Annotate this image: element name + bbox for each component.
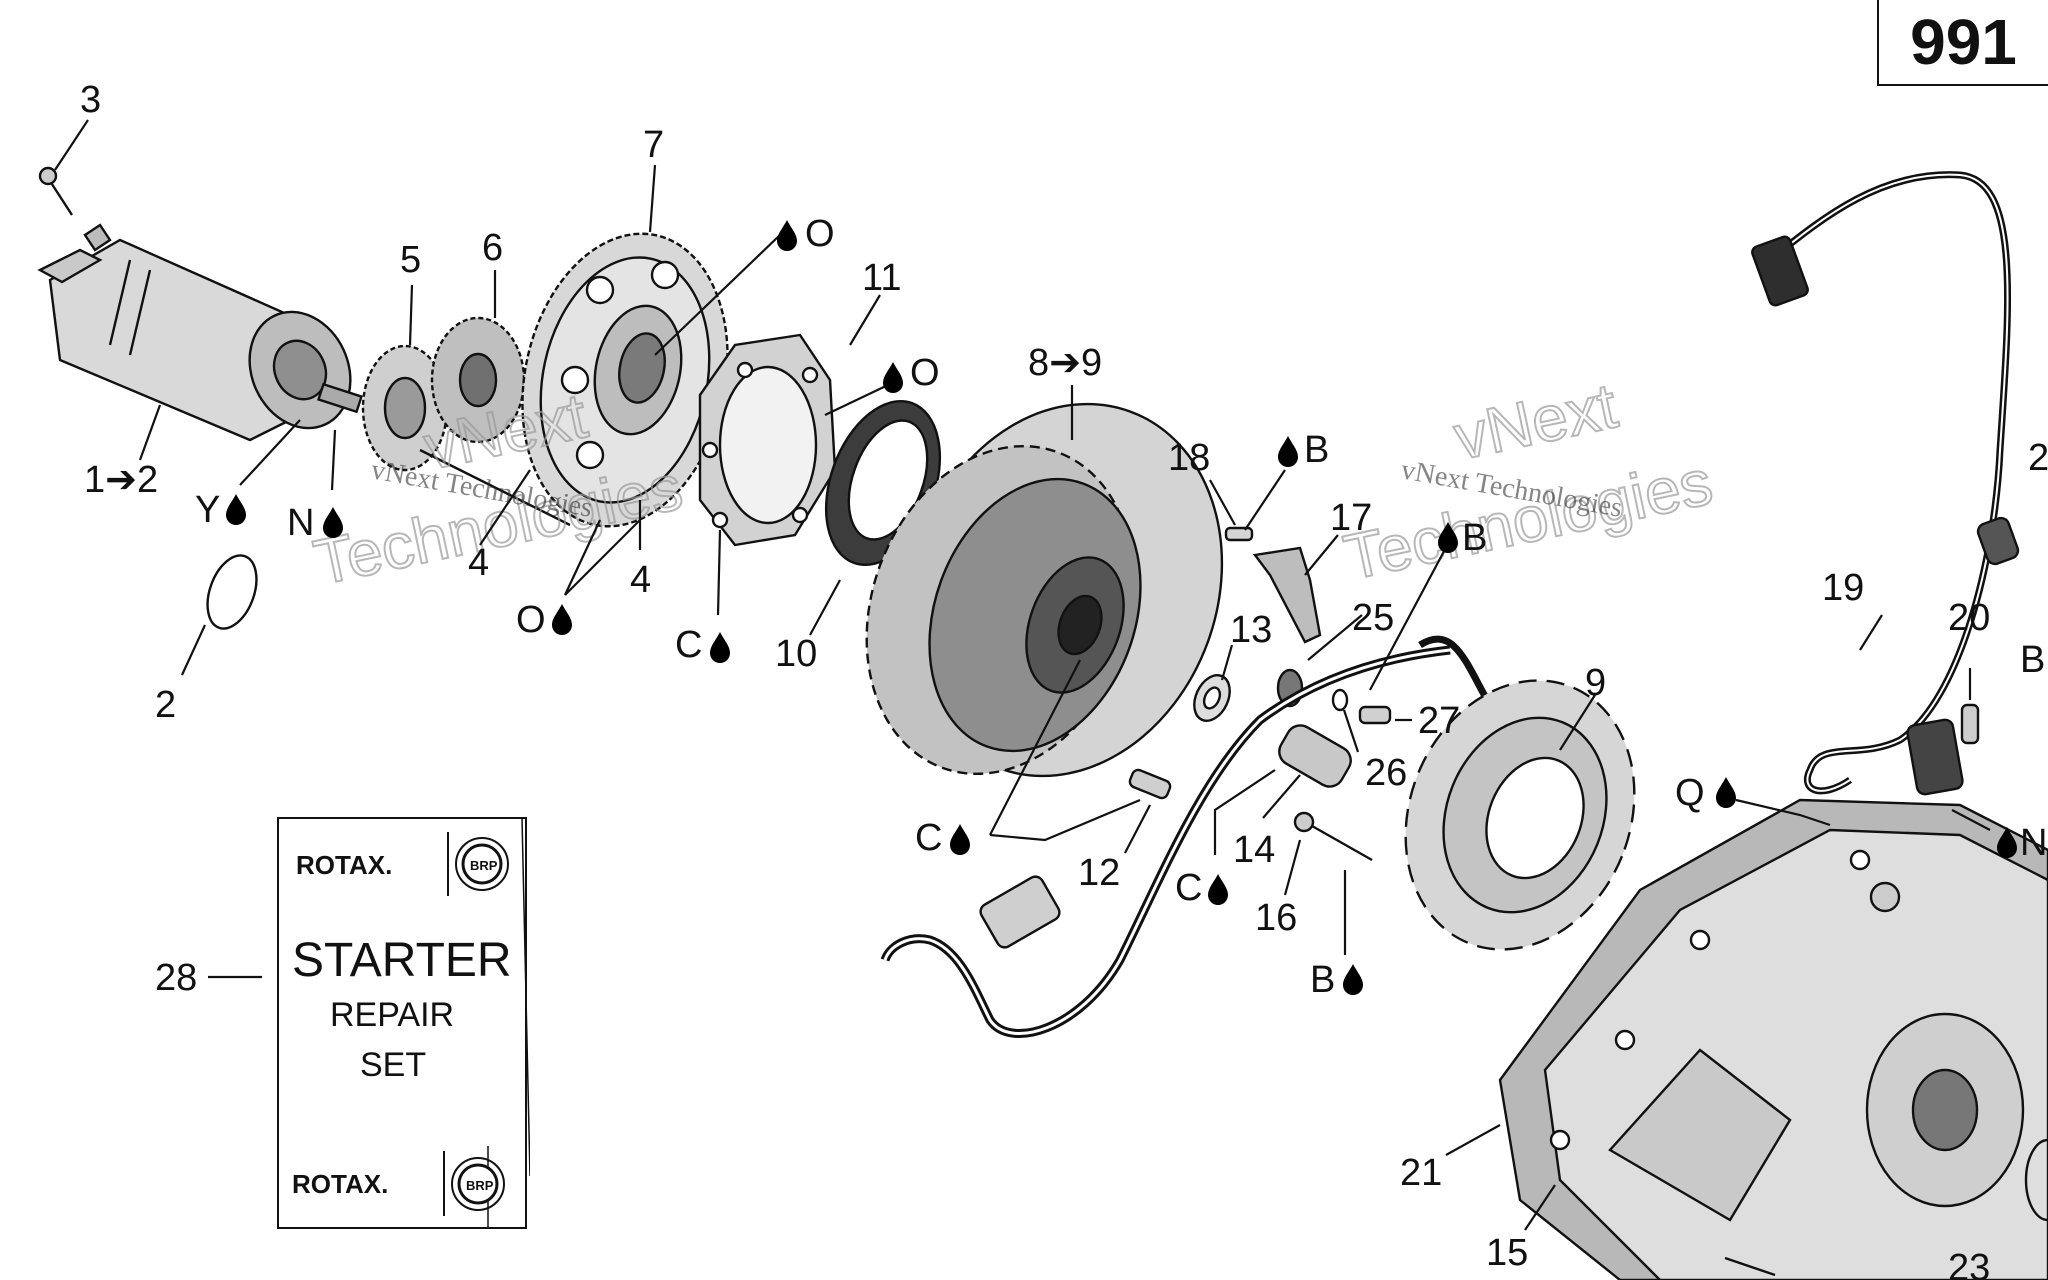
- callout-labels: 3 7 5 6 11 O O 8➔9 1➔2 Y N 4 4 O 2 C 10 …: [80, 79, 2048, 1280]
- callout-10: 10: [775, 633, 817, 675]
- callout-Q: Q: [1675, 772, 1705, 814]
- brp-logo-icon: BRP: [451, 1157, 505, 1211]
- sprag-housing-11: [698, 333, 837, 547]
- callout-B-3: B: [1310, 959, 1335, 1001]
- lubricant-drop-icon: [552, 604, 572, 635]
- brp-logo-icon: BRP: [455, 837, 509, 891]
- clamp-17: [1252, 546, 1322, 644]
- callout-25: 25: [1352, 597, 1394, 639]
- callout-O-3: O: [516, 599, 546, 641]
- flywheel-8: [865, 402, 1224, 778]
- callout-6: 6: [482, 227, 503, 269]
- stator-wire-harness: [880, 635, 1503, 1038]
- svg-text:BRP: BRP: [470, 858, 498, 873]
- washer-26: [1331, 688, 1349, 712]
- callout-17: 17: [1330, 497, 1372, 539]
- callout-7: 7: [643, 124, 664, 166]
- lubricant-drop-icon: [710, 632, 730, 663]
- callout-B-1: B: [1304, 429, 1329, 471]
- callout-O-2: O: [910, 352, 940, 394]
- callout-C-1: C: [675, 624, 702, 666]
- callout-14: 14: [1233, 829, 1275, 871]
- callout-5: 5: [400, 239, 421, 281]
- callout-Y: Y: [195, 489, 220, 531]
- lubricant-drop-icon: [883, 362, 903, 393]
- plug-24: [1976, 516, 2020, 566]
- callout-C-2: C: [915, 817, 942, 859]
- callout-1-2: 1➔2: [84, 459, 158, 501]
- o-ring-22: [2024, 1138, 2048, 1222]
- callout-26: 26: [1365, 752, 1407, 794]
- callout-N-2: N: [2020, 822, 2047, 864]
- lubricant-drop-icon: [226, 494, 246, 525]
- kit-line-repair: REPAIR: [330, 996, 454, 1034]
- callout-13: 13: [1230, 609, 1272, 651]
- rotax-logo-text-top: ROTAX.: [296, 850, 392, 880]
- callout-23: 23: [1948, 1247, 1990, 1280]
- stator-9: [1404, 679, 1636, 951]
- watermark-big-right-1: vNext: [1448, 369, 1623, 473]
- leader-lines: [54, 119, 1991, 1231]
- callout-3: 3: [80, 79, 101, 121]
- callout-4-a: 4: [468, 542, 489, 584]
- callout-16: 16: [1255, 897, 1297, 939]
- kit-line-set: SET: [360, 1046, 426, 1084]
- lubricant-drop-icon: [1716, 777, 1736, 808]
- callout-B-2: B: [1462, 517, 1487, 559]
- lubricant-drop-icon: [323, 507, 343, 538]
- screw-12: [1128, 768, 1172, 800]
- callout-18: 18: [1168, 437, 1210, 479]
- starter-repair-set-card: ROTAX. BRP STARTER REPAIR SET ROTAX. BRP: [277, 817, 530, 1229]
- callout-27: 27: [1418, 700, 1460, 742]
- callout-28: 28: [155, 957, 197, 999]
- magneto-cover-15: [1498, 798, 2048, 1280]
- seal-10: [824, 399, 942, 567]
- rotax-logo-text-bottom: ROTAX.: [292, 1169, 388, 1199]
- watermark-big-right-2: Technologies: [1338, 446, 1718, 594]
- callout-2: 2: [155, 684, 176, 726]
- callout-20: 20: [1948, 597, 1990, 639]
- callout-21: 21: [1400, 1152, 1442, 1194]
- lubricant-drop-icon: [777, 220, 797, 251]
- spacer-14: [1278, 724, 1352, 788]
- bolt-3: [38, 166, 74, 216]
- screw-18: [1224, 526, 1254, 542]
- callout-4-b: 4: [630, 559, 651, 601]
- gear-7: [521, 232, 729, 528]
- bolt-16: [1293, 811, 1373, 862]
- callout-9: 9: [1585, 662, 1606, 704]
- lubricant-drop-icon: [1343, 964, 1363, 995]
- o-ring-2: [206, 554, 258, 630]
- callout-B-edge: B: [2020, 639, 2045, 681]
- callout-19: 19: [1822, 567, 1864, 609]
- starter-motor: [37, 223, 364, 442]
- callout-8-9: 8➔9: [1028, 342, 1102, 384]
- lubricant-drop-icon: [1278, 436, 1298, 467]
- lubricant-drop-icon: [950, 824, 970, 855]
- callout-2-edge: 2: [2028, 437, 2048, 479]
- shaft-4: [419, 448, 571, 527]
- page-number: 991: [1910, 6, 2017, 78]
- bolt-23: [1724, 1256, 1776, 1277]
- callout-15: 15: [1486, 1232, 1528, 1274]
- sensor-wire-19: [1751, 171, 2012, 796]
- screw-27: [1358, 705, 1392, 725]
- washer-13: [1193, 674, 1231, 722]
- kit-title: STARTER: [292, 934, 512, 987]
- callout-N-1: N: [287, 502, 314, 544]
- callout-12: 12: [1078, 852, 1120, 894]
- callout-C-3: C: [1175, 867, 1202, 909]
- screw-20: [1960, 703, 1980, 745]
- callout-O-1: O: [805, 213, 835, 255]
- svg-text:BRP: BRP: [466, 1178, 494, 1193]
- callout-11: 11: [862, 257, 901, 299]
- lubricant-drop-icon: [1208, 874, 1228, 905]
- page-number-badge: 991: [1877, 0, 2048, 86]
